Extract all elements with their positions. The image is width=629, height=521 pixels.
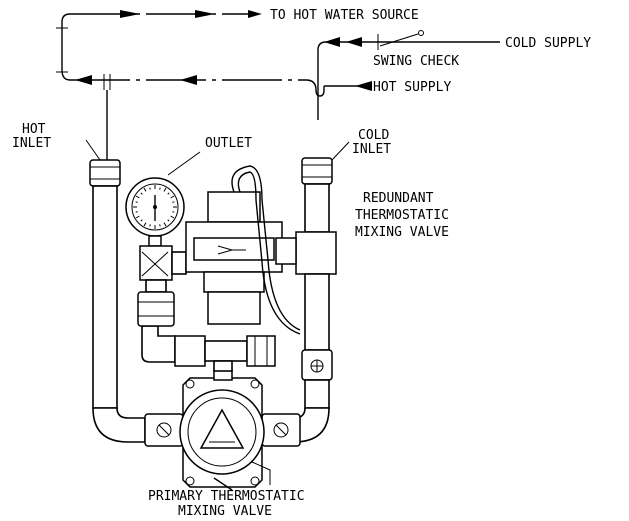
gauge-tick: [163, 222, 167, 227]
label-cold-supply: COLD SUPPLY: [505, 36, 591, 51]
gauge-tick: [143, 222, 147, 227]
gauge-tick: [135, 211, 138, 213]
gauge-tick: [149, 224, 151, 227]
label-hot-water-source: TO HOT WATER SOURCE: [270, 8, 419, 23]
bottom-right-union: [261, 413, 301, 447]
leader-lines: [85, 139, 350, 485]
gauge-tick: [135, 201, 138, 203]
cold-inlet-pipe: [277, 157, 337, 443]
label-hot-supply: HOT SUPPLY: [373, 80, 451, 95]
cold-supply-line: [317, 30, 500, 120]
label-redundant-1: REDUNDANT: [363, 191, 434, 206]
primary-mixing-valve: [179, 369, 265, 491]
gauge-tick: [170, 215, 175, 219]
label-primary-1: PRIMARY THERMOSTATIC: [148, 489, 305, 504]
gauge-tee: [137, 245, 187, 327]
mid-connector-pipe: [141, 325, 276, 372]
gauge-tick: [163, 187, 167, 192]
gauge-tick: [140, 192, 143, 195]
gauge-tick: [135, 215, 140, 219]
label-cold-inlet-1: COLD: [358, 128, 389, 143]
gauge-tick: [172, 201, 175, 203]
label-redundant-2: THERMOSTATIC: [355, 208, 449, 223]
gauge-tick: [167, 219, 170, 222]
pressure-gauge: [125, 177, 185, 247]
gauge-tick: [172, 211, 175, 213]
redundant-mixing-valve: [185, 165, 301, 335]
gauge-tick: [149, 187, 151, 190]
label-hot-inlet-1: HOT: [22, 122, 46, 137]
gauge-tick: [159, 224, 161, 227]
gauge-tick: [140, 219, 143, 222]
gauge-tick: [135, 195, 140, 199]
gauge-tick: [167, 192, 170, 195]
label-primary-2: MIXING VALVE: [178, 504, 272, 519]
label-hot-inlet-2: INLET: [12, 136, 51, 151]
label-outlet: OUTLET: [205, 136, 252, 151]
label-cold-inlet-2: INLET: [352, 142, 391, 157]
label-redundant-3: MIXING VALVE: [355, 225, 449, 240]
hot-inlet-pipe: [89, 90, 146, 443]
hot-water-source-line: [56, 10, 262, 81]
gauge-tick: [143, 187, 147, 192]
gauge-tick: [159, 187, 161, 190]
label-swing-check: SWING CHECK: [373, 54, 459, 69]
gauge-tick: [170, 195, 175, 199]
hot-supply-line: [70, 74, 372, 97]
bottom-left-union: [144, 413, 184, 447]
